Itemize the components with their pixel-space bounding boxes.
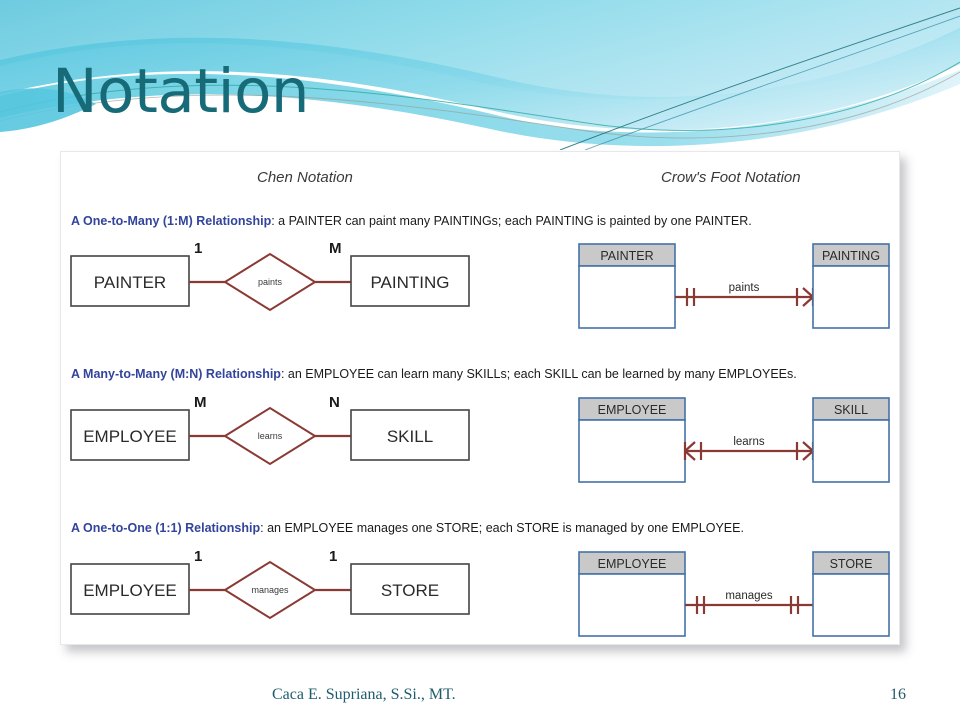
chen-entity-label-skill: SKILL xyxy=(387,427,433,446)
crowsfoot-diagram-one-to-many: PAINTER paints PAINTING xyxy=(578,243,890,329)
chen-cardinality-right-1: N xyxy=(329,394,340,411)
chen-cardinality-right-0: M xyxy=(329,240,342,257)
chen-entity-box-painter xyxy=(70,255,190,307)
chen-entity-box-painting xyxy=(350,255,470,307)
banner-hairline-3 xyxy=(559,7,960,150)
cf-entity-body-store xyxy=(812,573,890,637)
row-caption-body-1: : an EMPLOYEE can learn many SKILLs; eac… xyxy=(281,367,797,381)
footer-page-number: 16 xyxy=(890,686,906,703)
row-caption-one-to-many: A One-to-Many (1:M) Relationship: a PAIN… xyxy=(71,214,752,228)
row-caption-body-2: : an EMPLOYEE manages one STORE; each ST… xyxy=(260,521,744,535)
cf-entity-body-painting xyxy=(812,265,890,329)
cf-symbol-left-crowsfoot-1 xyxy=(683,441,696,461)
chen-cardinality-left-2: 1 xyxy=(194,548,202,565)
chen-entity-label-painting: PAINTING xyxy=(370,273,449,292)
chen-entity-label-store: STORE xyxy=(381,581,439,600)
page-title: Notation xyxy=(52,56,310,127)
chen-entity-label-employee-1: EMPLOYEE xyxy=(83,427,177,446)
cf-entity-body-painter xyxy=(578,265,676,329)
row-caption-label-0: A One-to-Many (1:M) Relationship xyxy=(71,214,272,228)
chen-notation-header: Chen Notation xyxy=(257,169,353,186)
crowsfoot-diagram-many-to-many: EMPLOYEE learns SKILL xyxy=(578,397,890,483)
crowsfoot-notation-header: Crow's Foot Notation xyxy=(661,169,801,186)
cf-entity-label-skill: SKILL xyxy=(834,403,868,417)
chen-relationship-label-learns: learns xyxy=(258,431,283,441)
cf-relationship-label-paints: paints xyxy=(729,282,760,294)
er-notation-diagram: .hdr { font-family:"Liberation Sans",san… xyxy=(70,169,890,637)
chen-diagram-many-to-many: EMPLOYEE M learns N SKILL xyxy=(70,394,470,466)
cf-entity-label-painter: PAINTER xyxy=(600,249,653,263)
cf-relationship-label-learns: learns xyxy=(733,436,765,448)
cf-entity-label-store: STORE xyxy=(830,557,873,571)
cf-relationship-label-manages: manages xyxy=(725,590,773,602)
cf-entity-label-employee-2: EMPLOYEE xyxy=(598,557,667,571)
chen-relationship-label-paints: paints xyxy=(258,277,283,287)
crowsfoot-diagram-one-to-one: EMPLOYEE manages STORE xyxy=(578,551,890,637)
row-caption-label-1: A Many-to-Many (M:N) Relationship xyxy=(71,367,281,381)
chen-entity-box-store xyxy=(350,563,470,615)
chen-diagram-one-to-many: PAINTER 1 paints M PAINTING xyxy=(70,240,470,312)
cf-entity-label-employee-1: EMPLOYEE xyxy=(598,403,667,417)
chen-entity-label-painter: PAINTER xyxy=(94,273,166,292)
row-caption-label-2: A One-to-One (1:1) Relationship xyxy=(71,521,260,535)
cf-entity-body-employee-1 xyxy=(578,419,686,483)
row-caption-body-0: : a PAINTER can paint many PAINTINGs; ea… xyxy=(271,214,752,228)
cf-entity-body-skill xyxy=(812,419,890,483)
chen-entity-box-employee-2 xyxy=(70,563,190,615)
notation-figure-panel: .hdr { font-family:"Liberation Sans",san… xyxy=(60,151,900,645)
banner-hairline-4 xyxy=(584,15,960,150)
chen-entity-box-skill xyxy=(350,409,470,461)
cf-entity-body-employee-2 xyxy=(578,573,686,637)
chen-cardinality-left-0: 1 xyxy=(194,240,202,257)
chen-entity-label-employee-2: EMPLOYEE xyxy=(83,581,177,600)
chen-cardinality-left-1: M xyxy=(194,394,207,411)
row-caption-many-to-many: A Many-to-Many (M:N) Relationship: an EM… xyxy=(71,367,797,381)
footer-author: Caca E. Supriana, S.Si., MT. xyxy=(272,686,456,703)
row-caption-one-to-one: A One-to-One (1:1) Relationship: an EMPL… xyxy=(71,521,744,535)
chen-relationship-label-manages: manages xyxy=(251,585,289,595)
notation-figure-inner: .hdr { font-family:"Liberation Sans",san… xyxy=(61,152,899,644)
chen-cardinality-right-2: 1 xyxy=(329,548,337,565)
chen-diagram-one-to-one: EMPLOYEE 1 manages 1 STORE xyxy=(70,548,470,620)
cf-entity-label-painting: PAINTING xyxy=(822,249,880,263)
